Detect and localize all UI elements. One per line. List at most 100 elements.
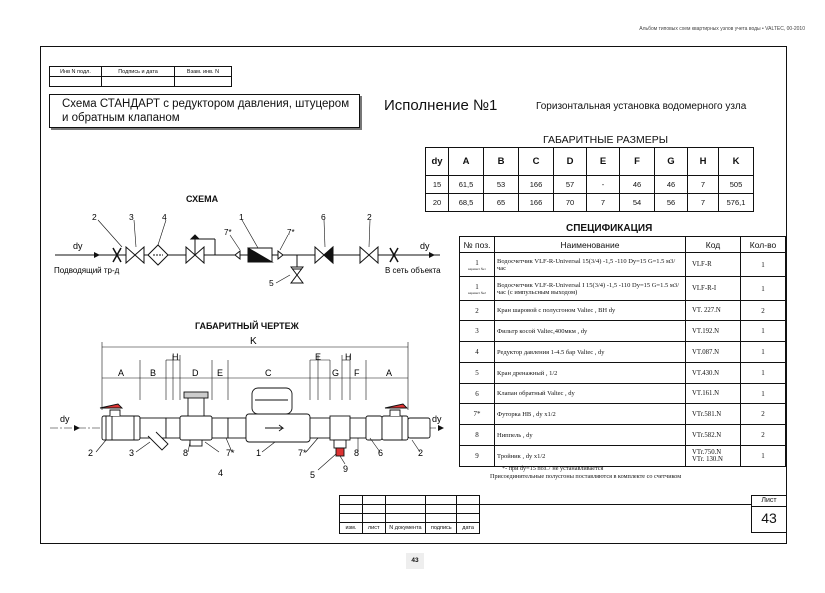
tee-body: [309, 415, 351, 457]
spec-row: 7* Футорка НВ , dy x1/2 VTr.581.N 2: [459, 403, 786, 425]
schema-callout: 2: [367, 212, 372, 222]
spec-code: VLF-R-I: [685, 276, 741, 301]
spec-name: Ниппель , dy: [494, 424, 686, 446]
dim-letter: H: [172, 352, 179, 362]
drawing-callout: 4: [218, 468, 223, 478]
spec-row: 5 Кран дренажный , 1/2 VT.430.N 1: [459, 362, 786, 384]
spec-name: Кран дренажный , 1/2: [494, 362, 686, 384]
spec-num: 6: [459, 383, 495, 404]
drawing-callout: 3: [129, 448, 134, 458]
schema-callout: 7*: [287, 228, 295, 237]
dims-cell: 56: [654, 193, 688, 212]
dim-letter: B: [150, 368, 156, 378]
dims-cell: 68,5: [448, 193, 484, 212]
spec-qty: 2: [740, 300, 786, 321]
spec-name: Редуктор давления 1-4.5 бар Valtec , dy: [494, 341, 686, 363]
dims-cell: 505: [718, 175, 754, 194]
spec-num: 8: [459, 424, 495, 446]
schema-callout: 6: [321, 212, 326, 222]
dims-cell: 65: [483, 193, 519, 212]
dims-header: B: [483, 147, 519, 176]
drawing-callout: 2: [88, 448, 93, 458]
spec-code: VTr.750.N VTr. 130.N: [685, 445, 741, 467]
spec-name: Водосчетчик VLF-R-Universal I 15(3/4) -1…: [494, 276, 686, 301]
spec-name: Клапан обратный Valtec , dy: [494, 383, 686, 404]
dims-header: C: [518, 147, 554, 176]
dims-cell: 166: [518, 175, 554, 194]
scheme-title-box: Схема СТАНДАРТ с редуктором давления, шт…: [49, 94, 360, 128]
schema-callout: 2: [92, 212, 97, 222]
assembly-drawing: K A B H D E C E G H F A dy dy: [50, 336, 444, 480]
spec-code: VT.087.N: [685, 341, 741, 363]
spec-qty: 1: [740, 252, 786, 277]
pipe-end-left-icon: [112, 247, 122, 263]
dims-cell: 15: [425, 175, 449, 194]
stamp-label: изм.: [339, 522, 363, 534]
schema-right-label: В сеть объекта: [385, 266, 441, 275]
spec-num: 2: [459, 300, 495, 321]
sheet-box: Лист 43: [751, 495, 787, 533]
drawing-frame: [40, 46, 787, 544]
dims-cell: 57: [553, 175, 587, 194]
spec-qty: 2: [740, 424, 786, 446]
schema-callout: 3: [129, 212, 134, 222]
drawing-dy-left: dy: [60, 414, 70, 424]
dims-header: E: [586, 147, 620, 176]
spec-name: Кран шаровой с полусгоном Valtec , ВН dy: [494, 300, 686, 321]
drawing-dy-right: dy: [432, 414, 442, 424]
scheme-title-line2: и обратным клапаном: [62, 112, 180, 124]
dims-cell: -: [586, 175, 620, 194]
spec-code: VT.161.N: [685, 383, 741, 404]
spec-num: 3: [459, 320, 495, 342]
filter-body: [139, 417, 169, 451]
spec-qty: 1: [740, 362, 786, 384]
ball-valve-icon: [359, 245, 379, 265]
spec-qty: 1: [740, 445, 786, 467]
drawing-leaders: [95, 437, 421, 471]
filter-icon: [147, 244, 169, 266]
dims-table-title: ГАБАРИТНЫЕ РАЗМЕРЫ: [543, 134, 668, 146]
variant-subtitle: Горизонтальная установка водомерного узл…: [536, 101, 747, 112]
schema-left-label: Подводящий тр-д: [54, 266, 120, 275]
dim-letter: F: [354, 368, 360, 378]
schema-dy-right: dy: [420, 241, 430, 251]
spec-code: VTr.581.N: [685, 403, 741, 425]
sheet-number: 43: [761, 510, 777, 526]
nipple-body: [211, 417, 229, 439]
spec-num: 7*: [459, 403, 495, 425]
dim-letter: A: [386, 368, 392, 378]
dims-cell: 7: [687, 193, 719, 212]
reducer-body: [165, 391, 213, 447]
schema-diagram: dy dy: [54, 212, 441, 288]
dim-letter: E: [315, 352, 321, 362]
dim-letter-k: K: [250, 336, 257, 347]
spec-qty: 1: [740, 341, 786, 363]
dim-letter: G: [332, 368, 339, 378]
spec-row: 9 Тройник , dy x1/2 VTr.750.N VTr. 130.N…: [459, 445, 786, 467]
spec-row: 8 Ниппель , dy VTr.582.N 2: [459, 424, 786, 446]
scheme-title-line1: Схема СТАНДАРТ с редуктором давления, шт…: [62, 98, 350, 110]
spec-qty: 1: [740, 383, 786, 404]
dims-header: F: [619, 147, 655, 176]
dims-header: G: [654, 147, 688, 176]
pipe-end-right-icon: [389, 247, 399, 263]
dim-letter: A: [118, 368, 124, 378]
drain-valve-icon: [290, 255, 304, 284]
check-valve-body: [349, 415, 383, 441]
spec-code: VLF-R: [685, 252, 741, 277]
drawing-callout: 8: [354, 448, 359, 458]
dims-cell: 46: [619, 175, 655, 194]
schema-callout: 4: [162, 212, 167, 222]
drawing-callout: 1: [256, 448, 261, 458]
flow-arrow-icon: [438, 425, 444, 431]
flow-arrow-icon: [74, 425, 80, 431]
spec-code: VTr.582.N: [685, 424, 741, 446]
spec-header-qty: Кол-во: [740, 236, 786, 253]
spec-num-sub: вариант №2: [468, 290, 486, 295]
dims-cell: 166: [518, 193, 554, 212]
schema-title: СХЕМА: [186, 194, 219, 204]
water-meter-body: [227, 387, 311, 443]
